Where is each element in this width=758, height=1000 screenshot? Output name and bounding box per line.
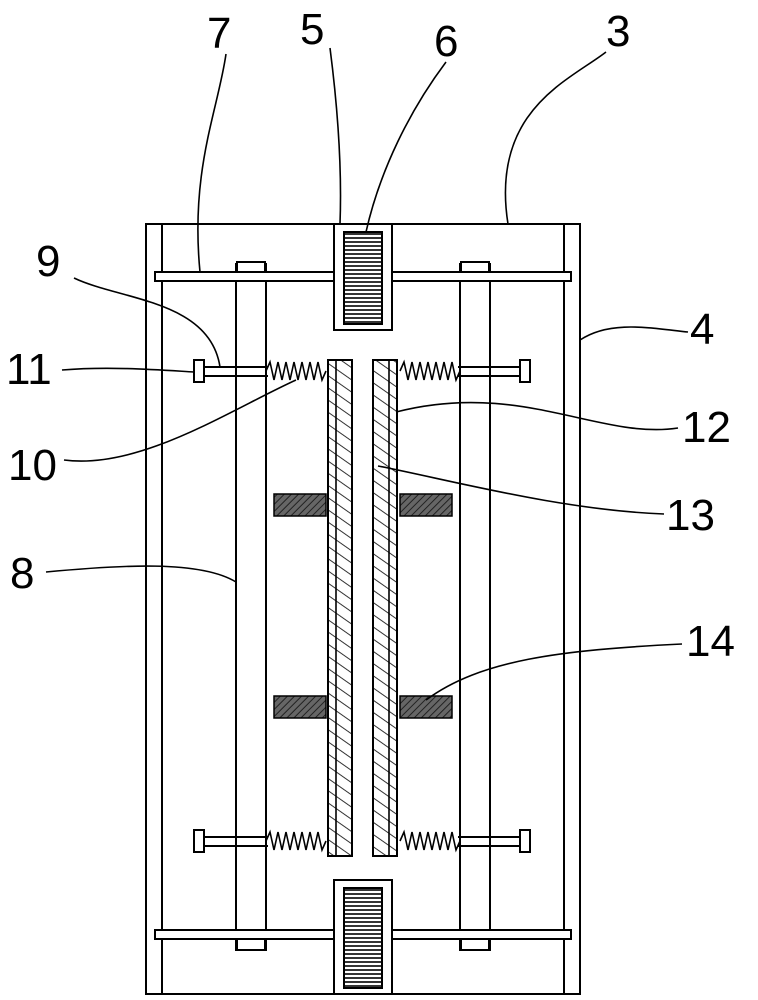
label-4: 4 xyxy=(690,305,714,354)
label-5: 5 xyxy=(300,5,324,54)
label-7: 7 xyxy=(207,9,231,58)
clamp-plates xyxy=(327,359,398,857)
gear-housing-bottom xyxy=(333,879,393,995)
part-labels: 7 5 6 3 9 4 11 12 10 13 8 14 xyxy=(6,5,735,666)
label-12: 12 xyxy=(682,403,731,452)
pressure-blocks xyxy=(273,493,453,719)
label-14: 14 xyxy=(686,617,735,666)
guide-columns xyxy=(235,261,491,951)
label-8: 8 xyxy=(10,549,34,598)
label-3: 3 xyxy=(606,7,630,56)
horizontal-rails xyxy=(154,271,572,940)
outer-frame xyxy=(145,223,581,995)
label-9: 9 xyxy=(36,237,60,286)
rod-assemblies xyxy=(193,359,531,853)
leader-lines xyxy=(45,47,689,701)
gear-housing-top xyxy=(333,223,393,331)
label-6: 6 xyxy=(434,17,458,66)
label-13: 13 xyxy=(666,491,715,540)
label-11: 11 xyxy=(6,345,52,394)
label-10: 10 xyxy=(8,441,57,490)
